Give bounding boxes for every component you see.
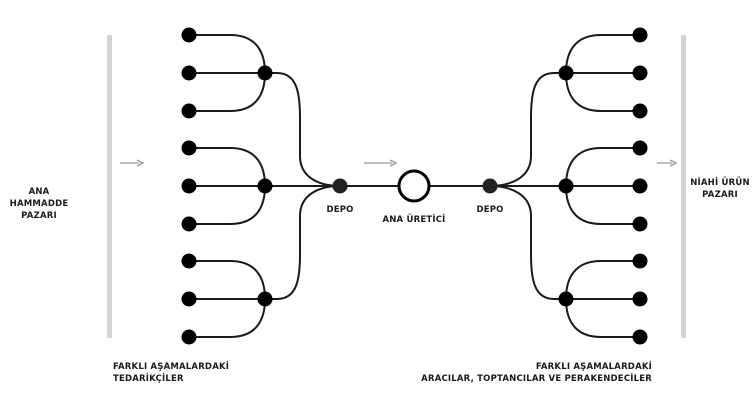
supplier-node (181, 140, 197, 156)
supplier-node (181, 103, 197, 119)
depo-left-node (332, 178, 348, 194)
distributor-node (632, 103, 648, 119)
supplier-node (181, 27, 197, 43)
right-market-boundary (681, 35, 686, 338)
distributor-node (632, 291, 648, 307)
supplier-hub-node (257, 65, 273, 81)
hub-to-depo-line (265, 72, 341, 187)
depo-right-label: DEPO (476, 205, 504, 215)
distributor-hub-node (558, 291, 574, 307)
raw-material-market-label: ANA HAMMADDE PAZARI (0, 186, 78, 222)
hub-to-depo-line (265, 185, 341, 300)
depo-to-hub-line (489, 185, 566, 300)
label-line: PAZARI (21, 211, 57, 221)
supplier-node (181, 253, 197, 269)
distributor-node (632, 216, 648, 232)
producer-label: ANA ÜRETİCİ (382, 215, 446, 225)
supplier-node (181, 65, 197, 81)
label-line: TEDARİKÇİLER (113, 374, 184, 384)
supplier-node (181, 329, 197, 345)
depo-to-hub-line (489, 72, 566, 187)
depo-right-node (482, 178, 498, 194)
distributors-label: FARKLI AŞAMALARDAKİ ARACILAR, TOPTANCILA… (421, 361, 652, 385)
label-line: NİAHİ ÜRÜN (690, 178, 750, 188)
arrow-to-producer-head (389, 159, 398, 167)
label-line: ARACILAR, TOPTANCILAR VE PERAKENDECİLER (421, 374, 652, 384)
distributor-node (632, 253, 648, 269)
distributor-hub-node (558, 65, 574, 81)
label-line: FARKLI AŞAMALARDAKİ (535, 362, 652, 372)
arrow-to-market-head (669, 159, 678, 167)
supplier-hub-node (257, 178, 273, 194)
supplier-node (181, 291, 197, 307)
final-product-market-label: NİAHİ ÜRÜN PAZARI (684, 177, 756, 201)
distributor-node (632, 329, 648, 345)
label-line: PAZARI (702, 190, 738, 200)
suppliers-label: FARKLI AŞAMALARDAKİ TEDARİKÇİLER (113, 361, 229, 385)
depo-left-label: DEPO (326, 205, 354, 215)
supplier-hub-node (257, 291, 273, 307)
distributor-node (632, 178, 648, 194)
producer-node (397, 169, 431, 203)
supplier-node (181, 216, 197, 232)
arrow-to-suppliers-head (136, 159, 145, 167)
supplier-node (181, 178, 197, 194)
distributor-node (632, 65, 648, 81)
distributor-node (632, 27, 648, 43)
left-market-boundary (107, 35, 112, 338)
label-line: FARKLI AŞAMALARDAKİ (113, 362, 230, 372)
label-line: ANA HAMMADDE (9, 187, 69, 209)
distributor-node (632, 140, 648, 156)
distributor-hub-node (558, 178, 574, 194)
